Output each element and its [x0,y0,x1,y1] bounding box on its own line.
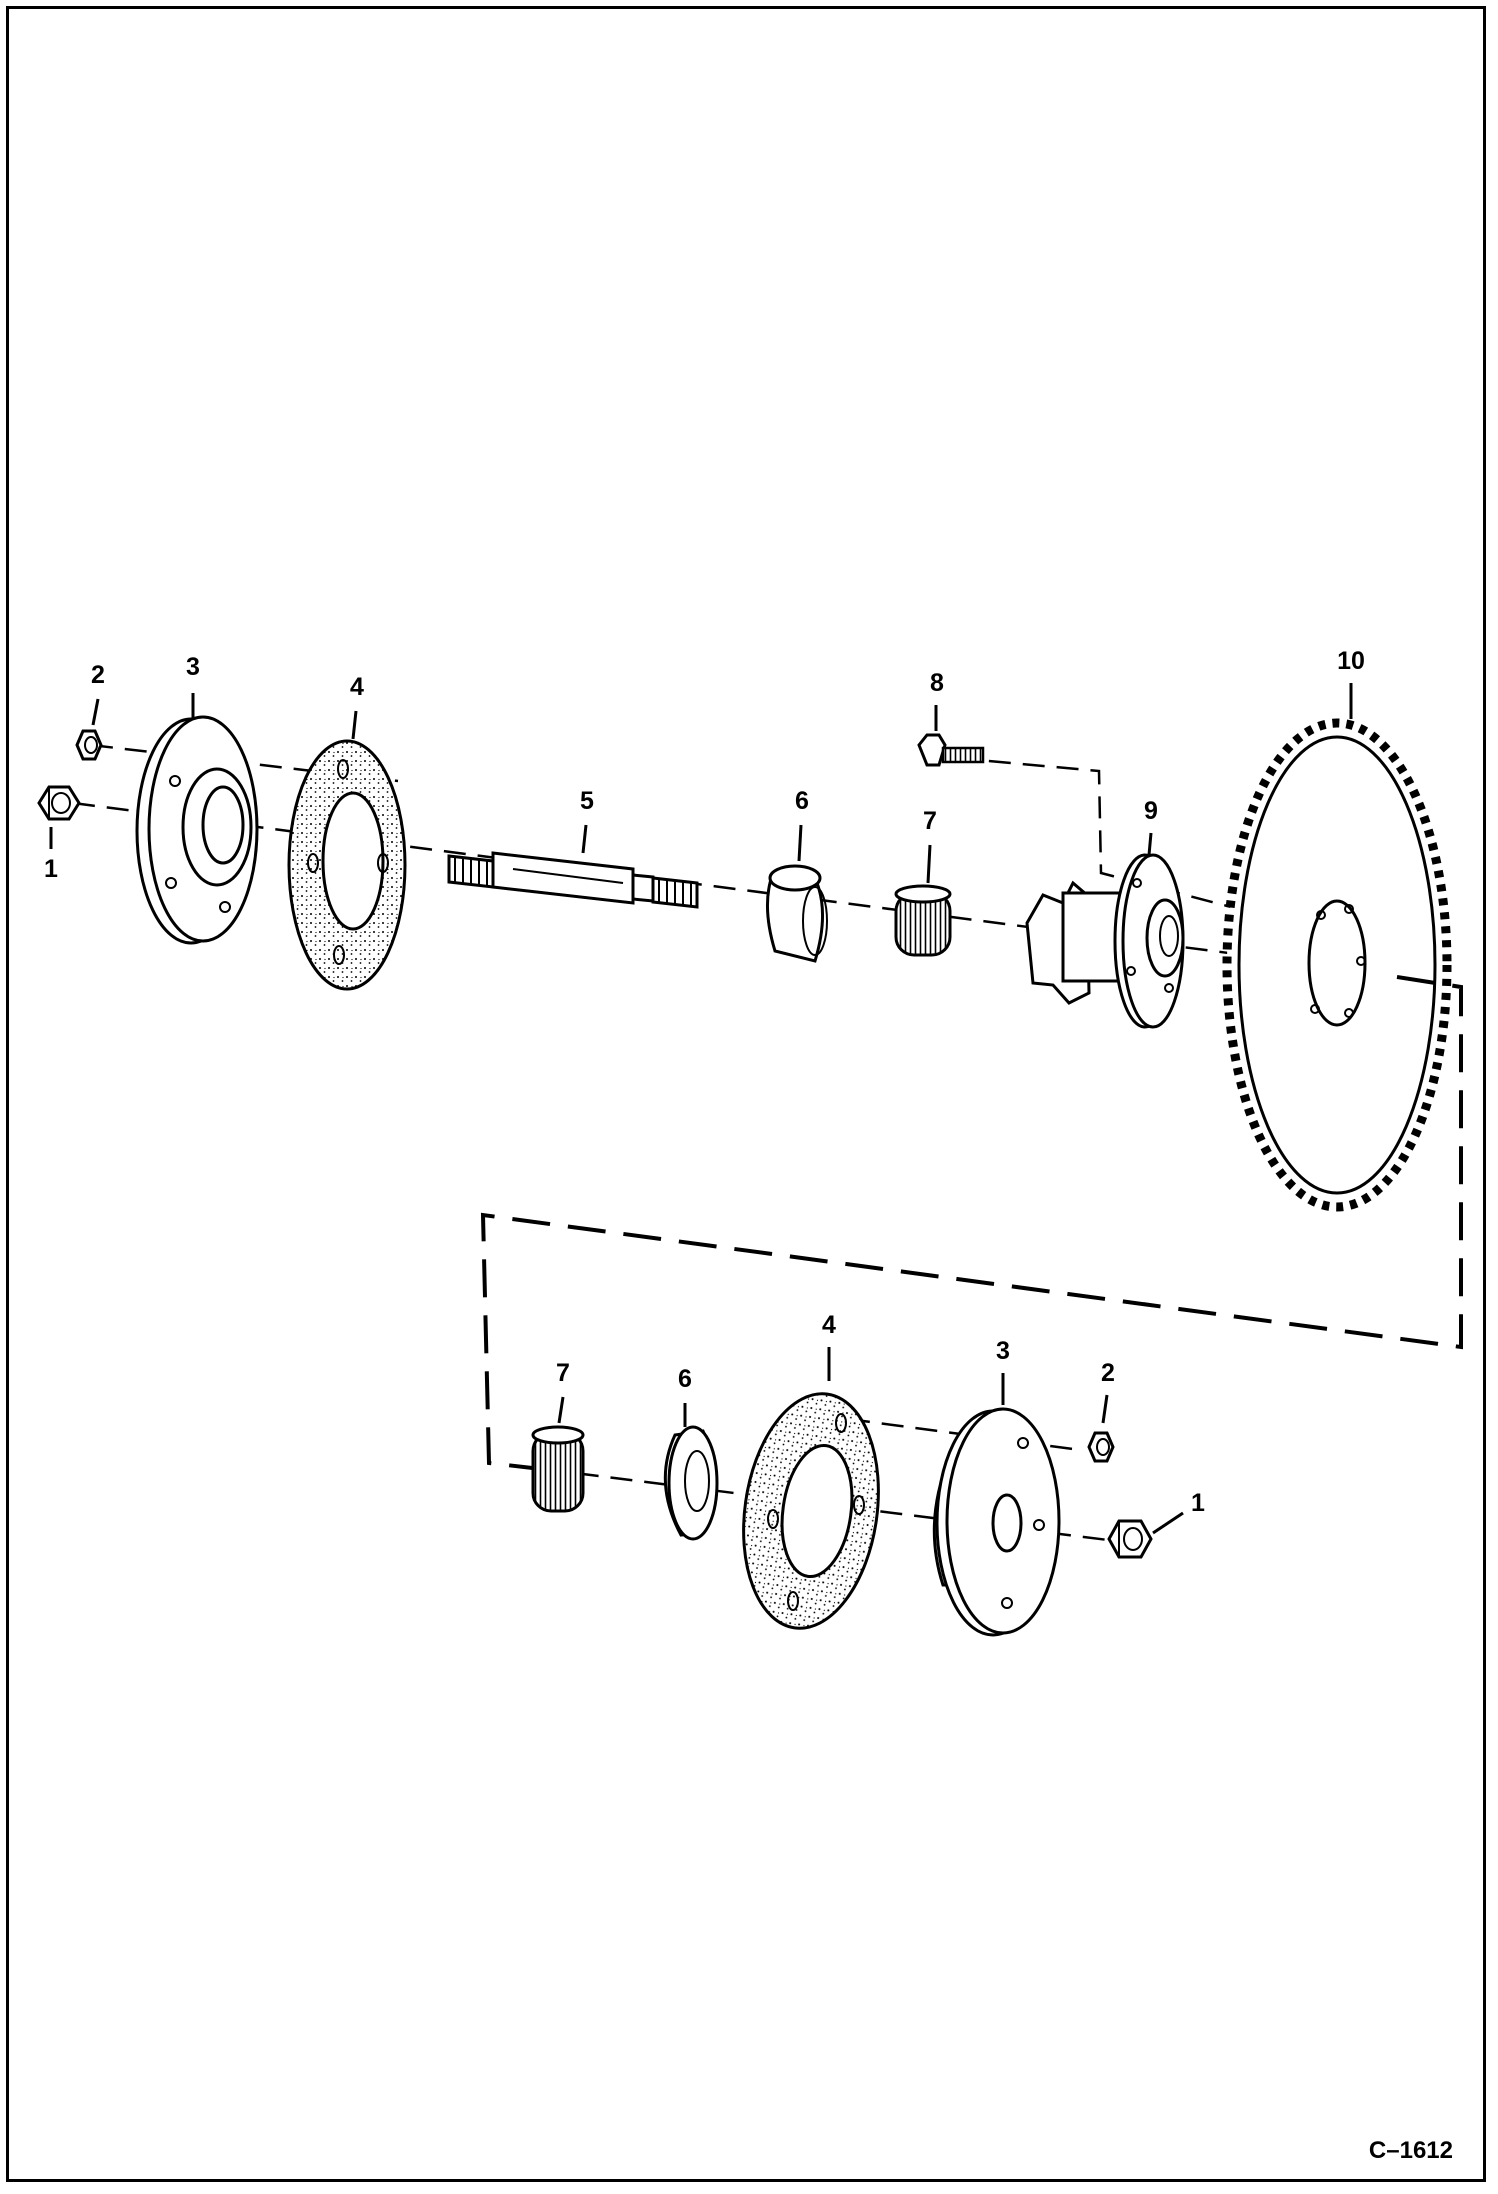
callout-7-upper: 7 [923,807,937,835]
callout-3-upper: 3 [186,653,200,681]
flange-3-upper [135,715,259,945]
diagram-frame: 1 2 3 4 5 6 7 8 9 10 7 6 4 3 2 1 C–1612 [6,6,1486,2182]
bearing-race-6-upper [765,864,828,963]
gasket-4-upper [287,739,407,991]
hub-9 [1025,853,1185,1029]
gasket-4-lower [742,1392,880,1630]
lower-assembly [531,1392,1153,1637]
connector-dashed-line [480,975,1463,1471]
flange-3-lower [932,1407,1061,1637]
leader-lines [49,683,1353,1535]
bolt-8-path-line [954,756,1236,910]
small-nut-2-lower [1087,1431,1115,1463]
bolt-8 [917,733,985,767]
callout-1-lower: 1 [1191,1489,1205,1517]
callout-2-upper: 2 [91,661,105,689]
callout-3-lower: 3 [996,1337,1010,1365]
callout-8: 8 [930,669,944,697]
hex-nut-1-lower [1107,1519,1153,1559]
needle-bearing-7-lower [531,1425,585,1513]
small-nut-2-upper [75,729,103,761]
shaft-5 [447,851,699,909]
callout-4-lower: 4 [822,1311,836,1339]
bearing-race-6-lower [663,1425,719,1541]
callout-10: 10 [1337,647,1365,675]
callout-1-upper: 1 [44,855,58,883]
upper-assembly [37,715,1452,1212]
upper-axis-line [72,801,1399,977]
callout-5: 5 [580,787,594,815]
callout-9: 9 [1144,797,1158,825]
exploded-parts-diagram: 1 2 3 4 5 6 7 8 9 10 7 6 4 3 2 1 [37,647,1463,1637]
callout-7-lower: 7 [556,1359,570,1387]
callout-6-lower: 6 [678,1365,692,1393]
callout-numbers: 1 2 3 4 5 6 7 8 9 10 7 6 4 3 2 1 [44,647,1365,1517]
callout-2-lower: 2 [1101,1359,1115,1387]
callout-6-upper: 6 [795,787,809,815]
callout-4-upper: 4 [350,673,364,701]
sprocket-10 [1222,718,1452,1212]
needle-bearing-7-upper [894,884,952,957]
figure-reference-code: C–1612 [1368,2137,1453,2164]
hex-nut-1-upper [37,785,81,821]
